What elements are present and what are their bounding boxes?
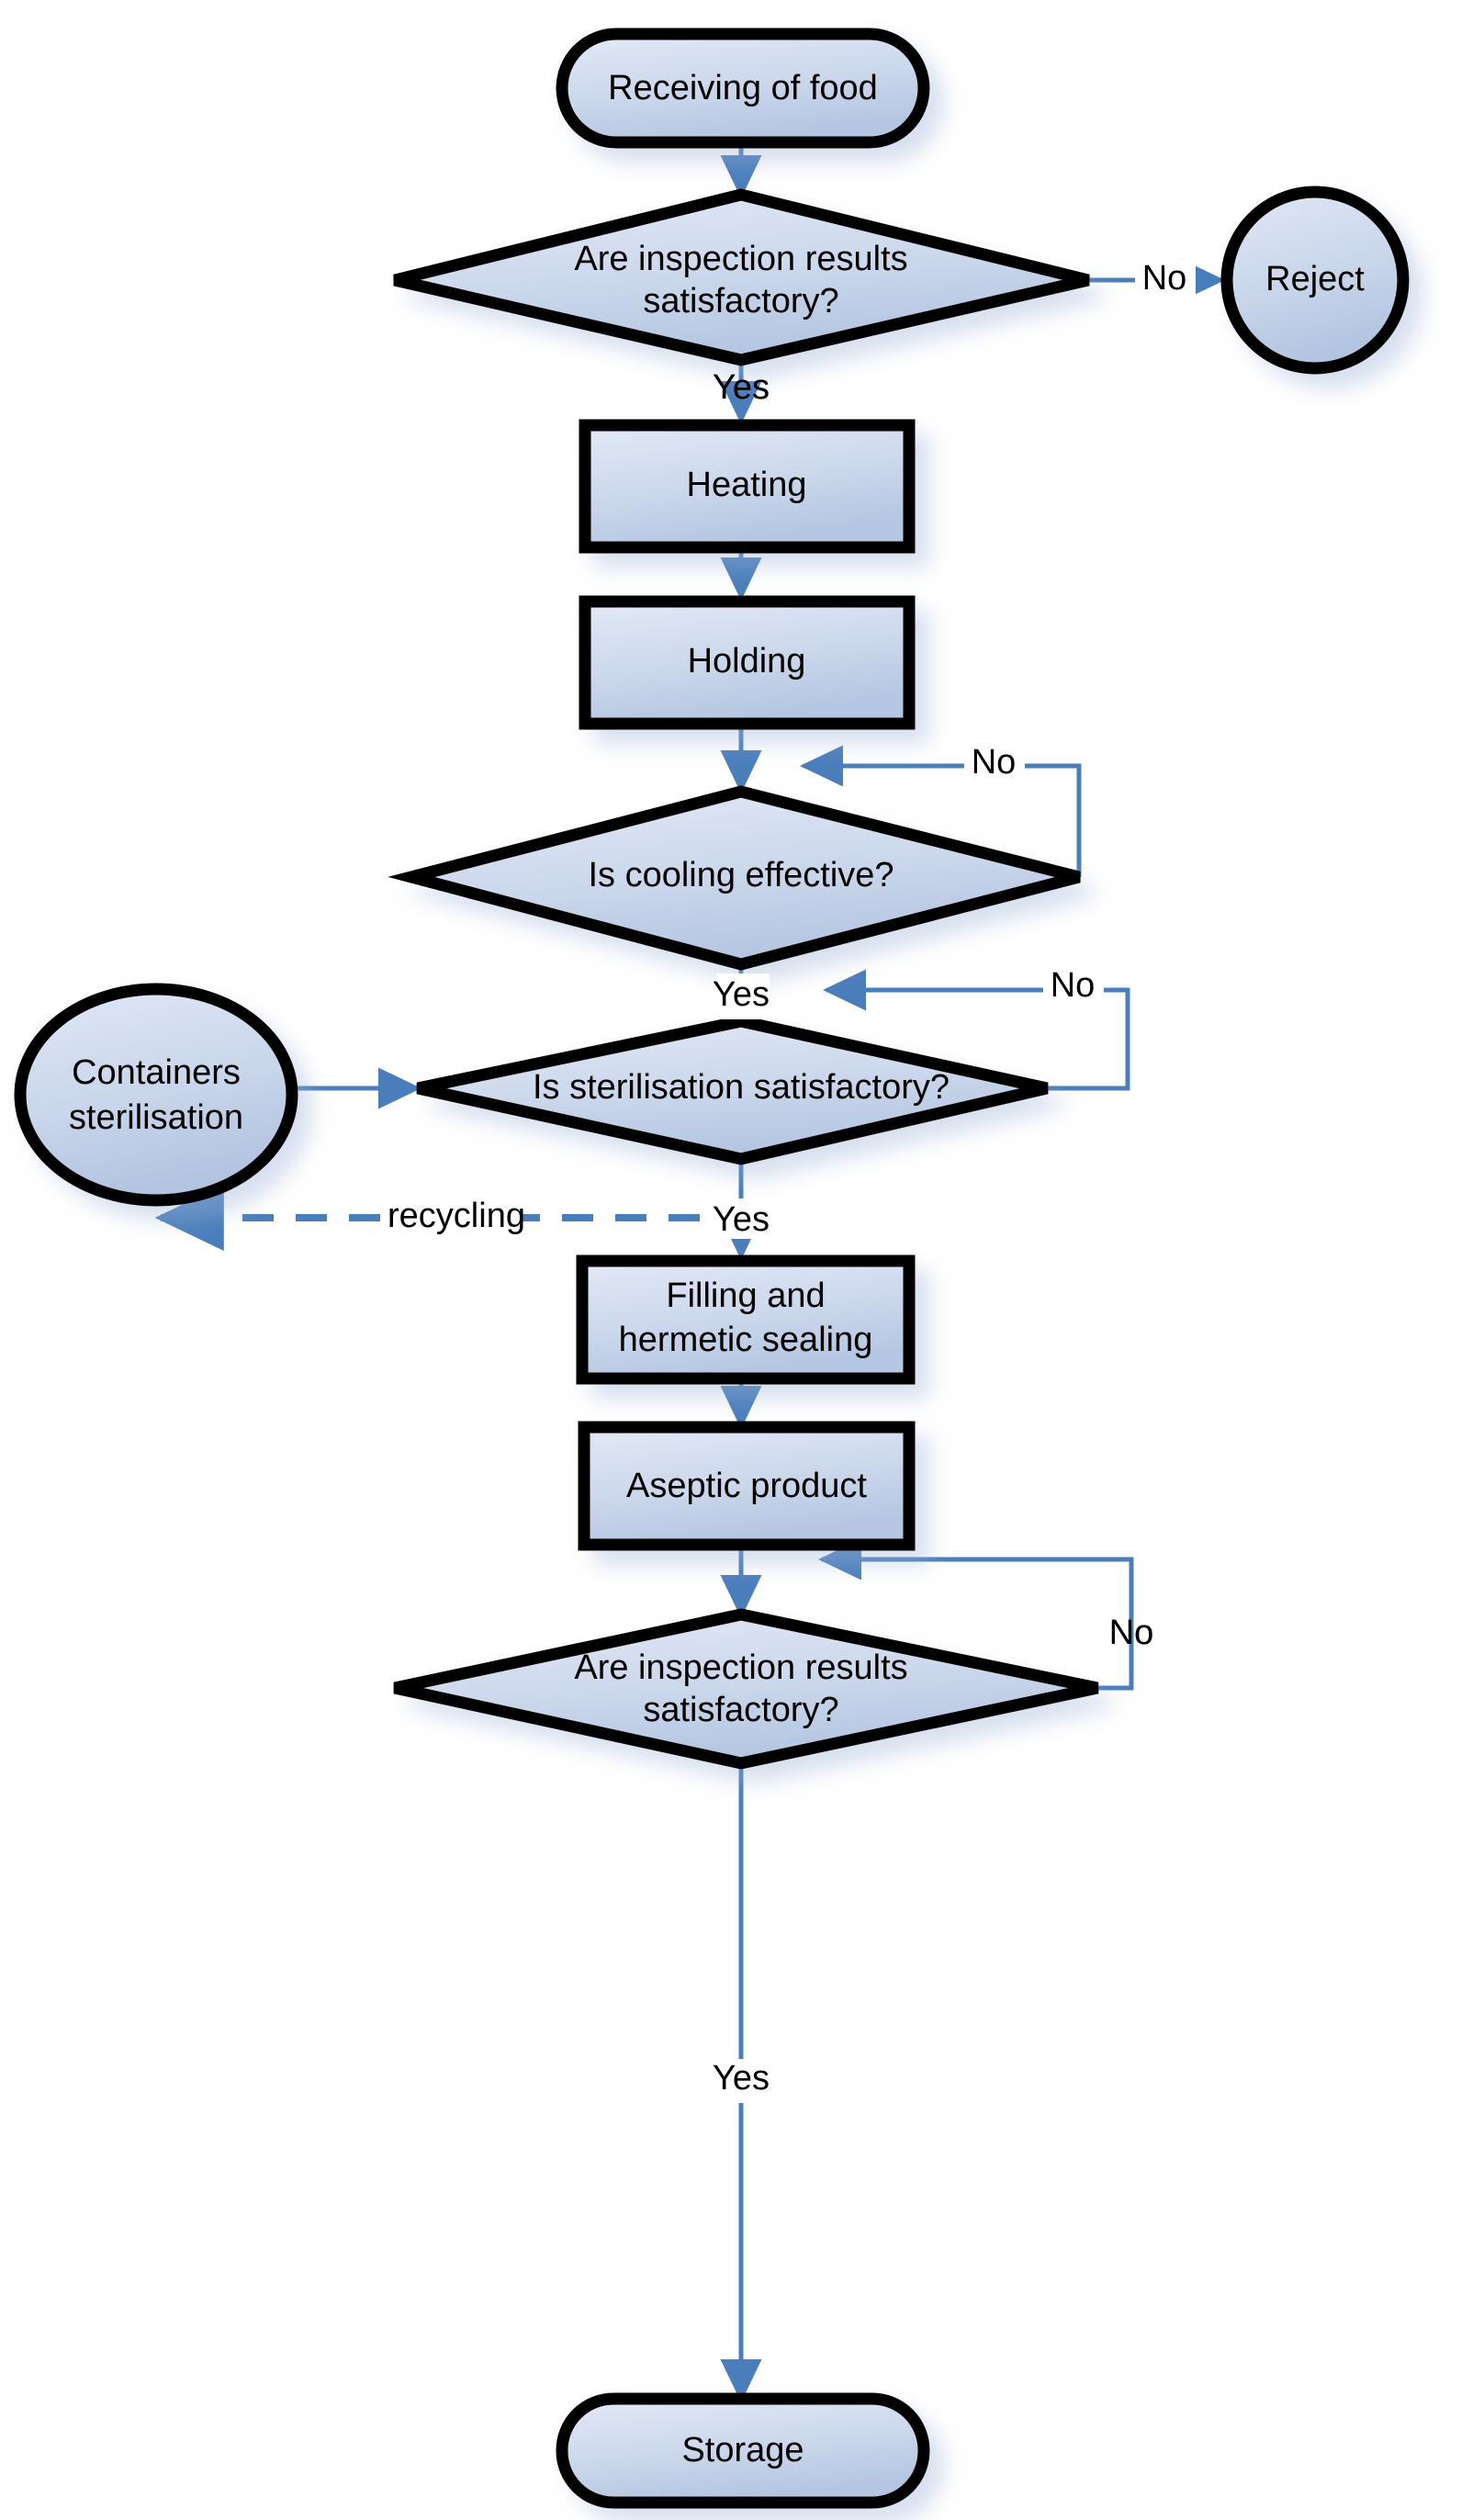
- sterilisation-label: Is sterilisation satisfactory?: [533, 1068, 950, 1107]
- filling-shape: [576, 1254, 916, 1385]
- label-backer-sterilisation-no: [1043, 967, 1104, 1009]
- node-receiving-of-food[interactable]: Receiving of food: [556, 28, 930, 149]
- containers-label-line2: sterilisation: [69, 1098, 243, 1137]
- inspect1-label-line1: Are inspection results: [574, 240, 907, 278]
- edge-label-inspect1-yes: Yes: [713, 368, 770, 407]
- label-backer-inspect1-no: [1135, 260, 1196, 302]
- label-backer-sterilisation-yes: [716, 1198, 770, 1239]
- node-inspection-results-2[interactable]: Are inspection results satisfactory?: [393, 1608, 1099, 1770]
- label-backer-inspect2-yes: [714, 2059, 771, 2103]
- heating-shape: [579, 419, 916, 554]
- heating-label: Heating: [687, 466, 807, 504]
- cooling-shape: [388, 785, 1081, 971]
- edge-label-backing-layer: [713, 367, 770, 408]
- receiving-label: Receiving of food: [608, 69, 878, 107]
- inspect2-shape: [393, 1608, 1099, 1770]
- label-backer-cooling-yes: [716, 973, 770, 1019]
- filling-label-line1: Filling and: [666, 1277, 825, 1315]
- holding-shape: [579, 595, 916, 730]
- node-containers-sterilisation[interactable]: Containers sterilisation: [14, 983, 298, 1207]
- storage-shape: [556, 2392, 930, 2509]
- aseptic-label: Aseptic product: [626, 1467, 867, 1505]
- storage-label: Storage: [681, 2431, 804, 2469]
- cooling-label: Is cooling effective?: [588, 856, 893, 894]
- reject-label: Reject: [1265, 260, 1365, 298]
- label-backer-recycling: [393, 1197, 522, 1239]
- receiving-shape: [556, 28, 930, 149]
- containers-label-line1: Containers: [72, 1053, 241, 1092]
- inspect2-label-line1: Are inspection results: [574, 1648, 907, 1687]
- containers-shape: [14, 983, 298, 1207]
- node-heating[interactable]: Heating: [579, 419, 916, 554]
- node-filling-hermetic-sealing[interactable]: Filling and hermetic sealing: [576, 1254, 916, 1385]
- node-aseptic-product[interactable]: Aseptic product: [578, 1421, 916, 1551]
- node-holding[interactable]: Holding: [579, 595, 916, 730]
- node-cooling-effective[interactable]: Is cooling effective?: [388, 785, 1081, 971]
- inspect1-label-line2: satisfactory?: [643, 282, 838, 321]
- sterilisation-shape: [416, 1015, 1049, 1165]
- node-sterilisation-satisfactory[interactable]: Is sterilisation satisfactory?: [416, 1015, 1049, 1165]
- node-storage[interactable]: Storage: [556, 2392, 930, 2509]
- edge-label-inspect2-no: No: [1109, 1614, 1154, 1652]
- reject-shape: [1220, 186, 1410, 375]
- edge-cooling-no-loop: [800, 745, 1082, 877]
- inspect2-label-line2: satisfactory?: [643, 1691, 838, 1729]
- edge-sterilisation-no-loop: [823, 969, 1130, 1091]
- inspect1-shape: [393, 188, 1090, 366]
- holding-label: Holding: [688, 642, 806, 681]
- node-inspection-results-1[interactable]: Are inspection results satisfactory?: [393, 188, 1090, 366]
- label-backer-cooling-no: [964, 744, 1025, 786]
- aseptic-shape: [578, 1421, 916, 1551]
- filling-label-line2: hermetic sealing: [619, 1321, 873, 1359]
- node-reject[interactable]: Reject: [1220, 186, 1410, 375]
- edge-inspect2-no-loop: [818, 1538, 1134, 1691]
